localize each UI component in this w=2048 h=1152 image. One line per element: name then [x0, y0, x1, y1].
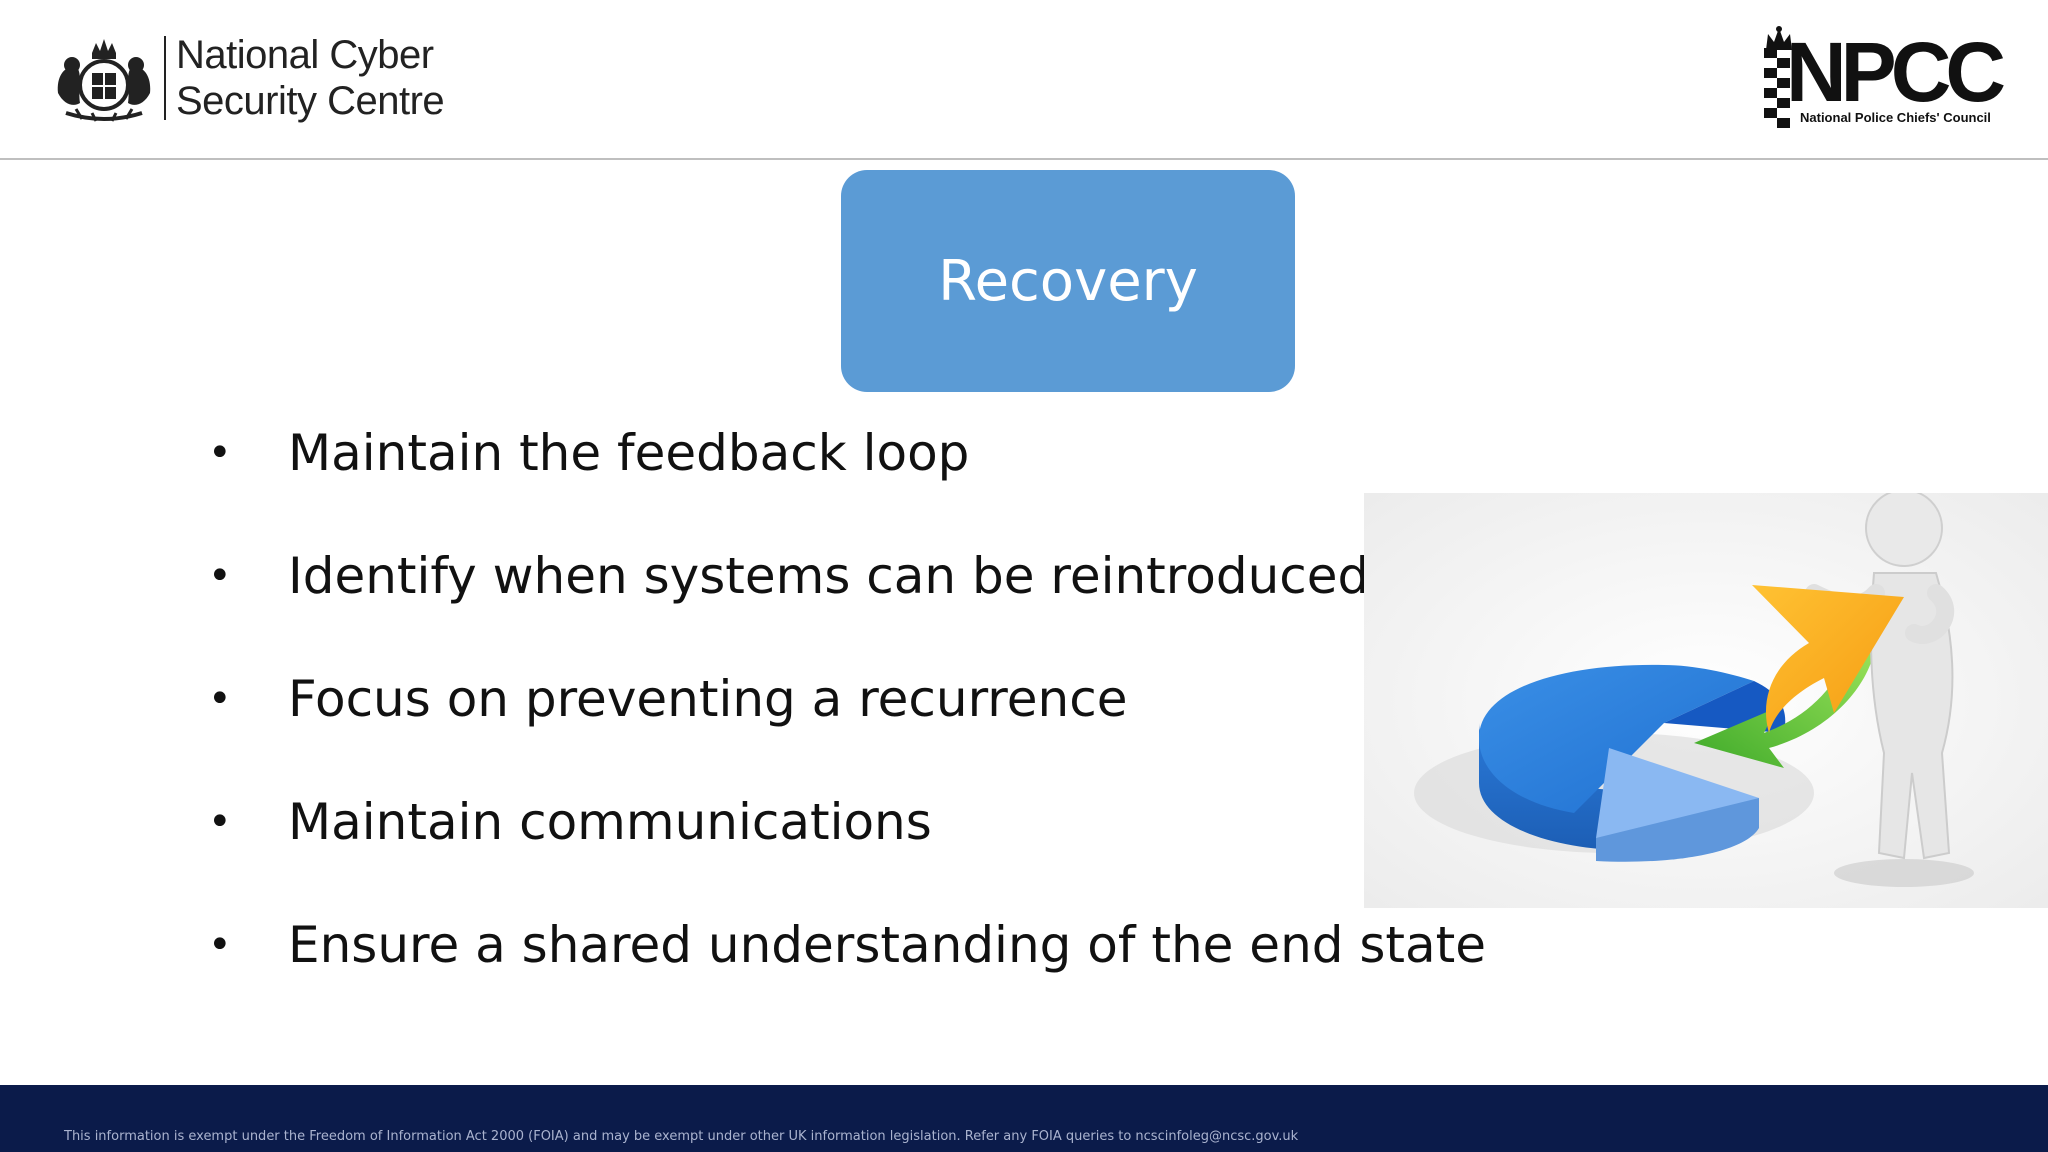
bullet-glyph: •	[208, 676, 232, 722]
npcc-subtitle: National Police Chiefs' Council	[1800, 110, 1991, 125]
recovery-title-box: Recovery	[841, 170, 1295, 392]
bullet-item: • Maintain communications	[208, 786, 932, 858]
bullet-text: Focus on preventing a recurrence	[288, 670, 1128, 728]
bullet-text: Identify when systems can be reintroduce…	[288, 547, 1370, 605]
crown-icon	[1766, 26, 1792, 50]
ncsc-line-1: National Cyber	[176, 33, 434, 77]
person-pie-chart-illustration	[1364, 493, 2048, 908]
bullet-glyph: •	[208, 922, 232, 968]
slide-header: National Cyber Security Centre NPCC Nati…	[0, 0, 2048, 160]
royal-crest-icon	[57, 39, 151, 122]
checkered-band-icon	[1764, 48, 1790, 128]
bullet-text: Ensure a shared understanding of the end…	[288, 916, 1487, 974]
bullet-glyph: •	[208, 430, 232, 476]
logo-divider	[164, 36, 166, 120]
slide-title: Recovery	[938, 248, 1198, 314]
ncsc-wordmark: National Cyber Security Centre	[176, 32, 445, 124]
ncsc-logo: National Cyber Security Centre	[52, 30, 445, 126]
bullet-item: • Identify when systems can be reintrodu…	[208, 540, 1369, 612]
bullet-item: • Ensure a shared understanding of the e…	[208, 909, 1486, 981]
foia-notice: This information is exempt under the Fre…	[64, 1129, 1299, 1144]
ncsc-line-2: Security Centre	[176, 79, 445, 123]
bullet-item: • Maintain the feedback loop	[208, 417, 969, 489]
bullet-text: Maintain the feedback loop	[288, 424, 970, 482]
npcc-wordmark: NPCC	[1786, 25, 2006, 119]
bullet-glyph: •	[208, 553, 232, 599]
npcc-logo: NPCC National Police Chiefs' Council	[1764, 25, 2006, 130]
bullet-text: Maintain communications	[288, 793, 932, 851]
slide-footer: This information is exempt under the Fre…	[0, 1085, 2048, 1152]
bullet-item: • Focus on preventing a recurrence	[208, 663, 1127, 735]
bullet-glyph: •	[208, 799, 232, 845]
